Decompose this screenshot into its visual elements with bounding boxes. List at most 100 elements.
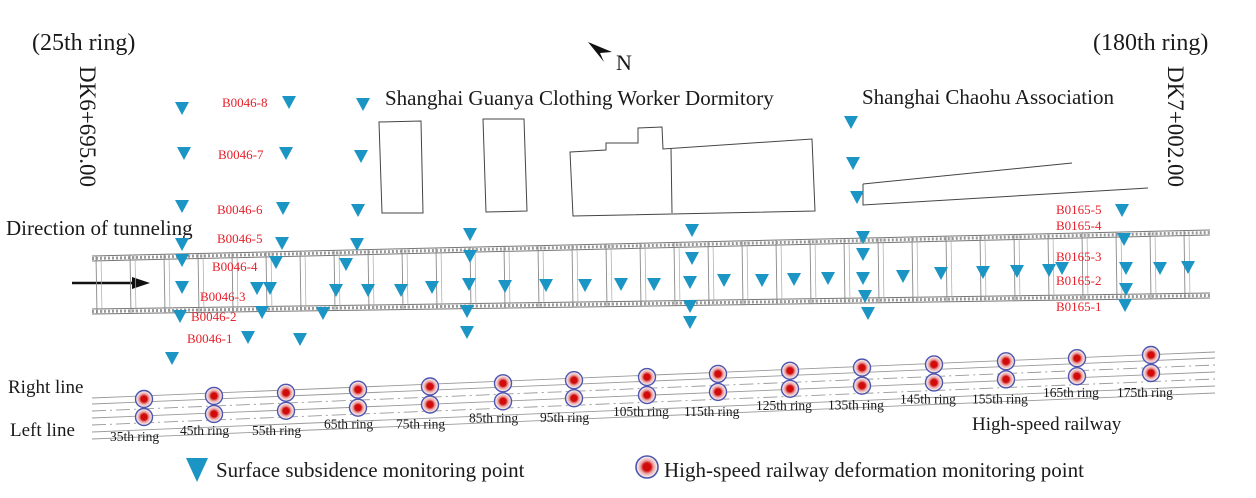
tunnel-ring-line bbox=[537, 245, 540, 308]
surface-point-marker bbox=[685, 224, 699, 237]
tunnel-ring-line bbox=[814, 239, 817, 304]
tunnel-ring-line bbox=[435, 247, 438, 310]
building-outline bbox=[862, 162, 1073, 185]
tunnel-edge bbox=[91, 292, 1211, 310]
railway-monitoring-point bbox=[996, 352, 1016, 371]
ring-dot-icon bbox=[635, 455, 659, 479]
tunnel-ring-line bbox=[231, 252, 234, 313]
point-label: B0046-5 bbox=[217, 231, 263, 246]
surface-point-marker bbox=[1010, 265, 1024, 278]
surface-point-marker bbox=[1042, 264, 1056, 277]
surface-point-marker bbox=[539, 279, 553, 292]
railway-monitoring-point bbox=[204, 386, 224, 406]
tunnel-ring-line bbox=[168, 254, 171, 313]
surface-point-marker bbox=[755, 274, 769, 287]
railway-track-line bbox=[91, 385, 1216, 433]
tunnel-ring-line bbox=[780, 239, 783, 305]
railway-monitoring-point bbox=[780, 361, 800, 380]
surface-point-marker bbox=[425, 281, 439, 294]
railway-monitoring-point bbox=[1067, 367, 1087, 386]
surface-point-marker bbox=[263, 282, 277, 295]
start-ring-label: (25th ring) bbox=[32, 30, 135, 56]
railway-monitoring-point bbox=[637, 367, 657, 387]
tunnel-ring-line bbox=[265, 251, 268, 312]
tunnel-ring-line bbox=[100, 255, 103, 314]
surface-point-marker bbox=[1117, 233, 1131, 246]
surface-point-marker bbox=[1119, 262, 1133, 275]
end-station-label: DK7+002.00 bbox=[1163, 66, 1188, 187]
tunnel-ring-line bbox=[639, 243, 642, 307]
surface-point-marker bbox=[1119, 283, 1133, 296]
surface-point-marker bbox=[177, 147, 191, 160]
railway-track-line bbox=[91, 378, 1216, 426]
tunnel-ring-line bbox=[236, 252, 239, 312]
tunnel-ring-line bbox=[542, 245, 545, 308]
surface-point-marker bbox=[683, 316, 697, 329]
railway-monitoring-point bbox=[852, 376, 872, 395]
tunnel-ring-line bbox=[503, 246, 506, 309]
surface-point-marker bbox=[175, 102, 189, 115]
north-arrow-icon: N bbox=[588, 42, 632, 75]
surface-point-marker bbox=[821, 272, 835, 285]
tunnel-ring-line bbox=[1115, 232, 1118, 300]
surface-point-marker bbox=[578, 279, 592, 292]
ring-label: 105th ring bbox=[613, 404, 669, 419]
legend-label-surface: Surface subsidence monitoring point bbox=[216, 458, 525, 482]
surface-point-marker bbox=[276, 202, 290, 215]
tunnel-ring-line bbox=[440, 247, 443, 310]
railway-monitoring-point bbox=[564, 371, 584, 390]
tunnel-ring-line bbox=[1086, 232, 1089, 300]
building-label-association: Shanghai Chaohu Association bbox=[862, 85, 1114, 109]
tunnel-ring-line bbox=[401, 248, 404, 310]
tunnel-ring-line bbox=[877, 237, 880, 303]
section-b0046-labels: B0046-8 B0046-7 B0046-6 B0046-5 B0046-4 … bbox=[187, 95, 268, 346]
tunnel-ring-line bbox=[843, 238, 846, 304]
surface-point-marker bbox=[361, 284, 375, 297]
section-b0165-labels: B0165-5 B0165-4 B0165-3 B0165-2 B0165-1 bbox=[1056, 202, 1102, 314]
surface-point-marker bbox=[647, 278, 661, 291]
ring-label: 65th ring bbox=[324, 417, 373, 432]
tunnel-ring-line bbox=[610, 243, 613, 307]
railway-monitoring-point bbox=[420, 395, 440, 414]
building-outline bbox=[670, 147, 673, 214]
tunneling-direction-arrow-icon bbox=[72, 277, 150, 289]
tunnel-ring-line bbox=[202, 253, 205, 313]
railway-monitoring-point bbox=[493, 374, 513, 393]
ring-label: 45th ring bbox=[180, 423, 229, 438]
surface-point-marker bbox=[279, 147, 293, 160]
surface-point-marker bbox=[896, 270, 910, 283]
surface-point-marker bbox=[350, 238, 364, 251]
surface-point-marker bbox=[316, 307, 330, 320]
surface-subsidence-points bbox=[165, 96, 1195, 365]
surface-point-marker bbox=[614, 278, 628, 291]
point-label: B0046-3 bbox=[200, 289, 246, 304]
building-outline bbox=[569, 126, 816, 217]
point-label: B0165-3 bbox=[1056, 249, 1102, 264]
tunnel-ring-line bbox=[338, 250, 341, 311]
tunnel-ring-line bbox=[304, 251, 307, 311]
railway-monitoring-point bbox=[708, 364, 728, 384]
surface-point-marker bbox=[683, 300, 697, 313]
railway-monitoring-point bbox=[204, 404, 224, 424]
legend-label-railway: High-speed railway deformation monitorin… bbox=[664, 458, 1084, 482]
tunnel-ring-line bbox=[916, 236, 919, 303]
ring-label: 85th ring bbox=[469, 410, 518, 425]
surface-point-marker bbox=[787, 273, 801, 286]
tunnel-ring-line bbox=[605, 244, 608, 307]
building-outline bbox=[482, 118, 528, 213]
tunnel-ring-line bbox=[406, 248, 409, 310]
tunnel-ring-line bbox=[134, 254, 137, 314]
railway-monitoring-point bbox=[996, 370, 1016, 389]
surface-point-marker bbox=[175, 254, 189, 267]
tunnel-ring-line bbox=[1081, 232, 1084, 300]
surface-point-marker bbox=[165, 352, 179, 365]
railway-monitoring-point bbox=[852, 358, 872, 377]
tunnel-ring-line bbox=[707, 241, 710, 306]
surface-point-marker bbox=[1115, 204, 1129, 217]
railway-monitoring-point bbox=[348, 398, 368, 417]
ring-label: 95th ring bbox=[540, 410, 589, 425]
surface-point-marker bbox=[175, 200, 189, 213]
surface-point-marker bbox=[856, 248, 870, 261]
railway-monitoring-point bbox=[564, 389, 584, 408]
